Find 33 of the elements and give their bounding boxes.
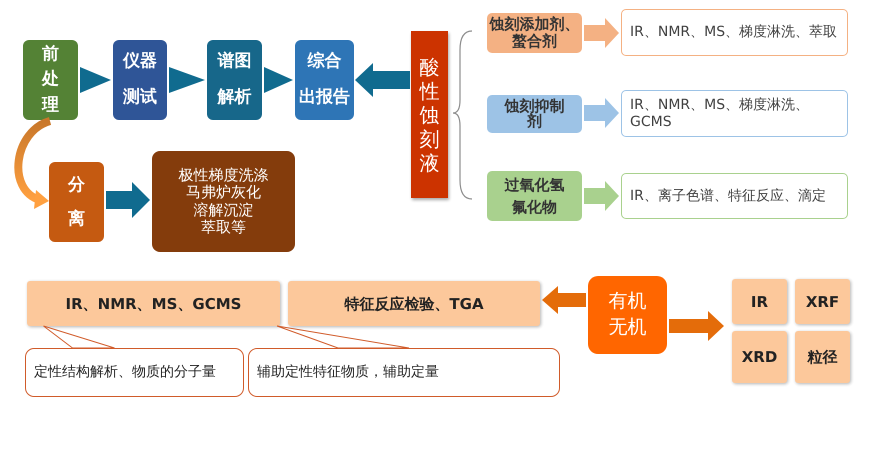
category-box: 酸性蚀刻液: [411, 31, 448, 198]
arrow: [169, 67, 205, 93]
arrow: [355, 63, 410, 97]
method-box: 极性梯度洗涤马弗炉灰化溶解沉淀萃取等: [152, 151, 295, 252]
method-box: XRD: [732, 331, 787, 383]
arrow: [584, 98, 619, 128]
result-box: IR、NMR、MS、梯度淋洗、萃取: [621, 9, 848, 56]
process-box: 仪器测试: [113, 40, 167, 120]
curved-arrow: [14, 117, 52, 209]
arrow: [542, 286, 586, 314]
method-box: IR、NMR、MS、GCMS: [27, 281, 280, 326]
method-box: 粒径: [795, 331, 850, 383]
arrow: [669, 311, 724, 341]
category-box: 过氧化氢氟化物: [487, 171, 582, 221]
method-box: XRF: [795, 279, 850, 324]
category-box: 蚀刻抑制剂: [487, 95, 582, 133]
arrow: [106, 182, 150, 218]
category-box: 有机无机: [588, 276, 667, 354]
method-box: IR: [732, 279, 787, 324]
process-box: 分离: [49, 162, 104, 242]
arrow: [80, 67, 111, 93]
result-box: IR、NMR、MS、梯度淋洗、GCMS: [621, 90, 848, 137]
category-box: 蚀刻添加剂、螯合剂: [487, 13, 582, 53]
result-box: IR、离子色谱、特征反应、滴定: [621, 173, 848, 219]
leader-line: [43, 326, 115, 348]
process-box: 谱图解析: [207, 40, 262, 120]
process-box: 前处理: [23, 40, 78, 120]
leader-line: [276, 326, 410, 348]
process-box: 综合出报告: [295, 40, 354, 120]
arrow: [264, 67, 293, 93]
method-box: 特征反应检验、TGA: [288, 281, 540, 326]
arrow: [584, 18, 619, 48]
arrow: [584, 181, 619, 211]
